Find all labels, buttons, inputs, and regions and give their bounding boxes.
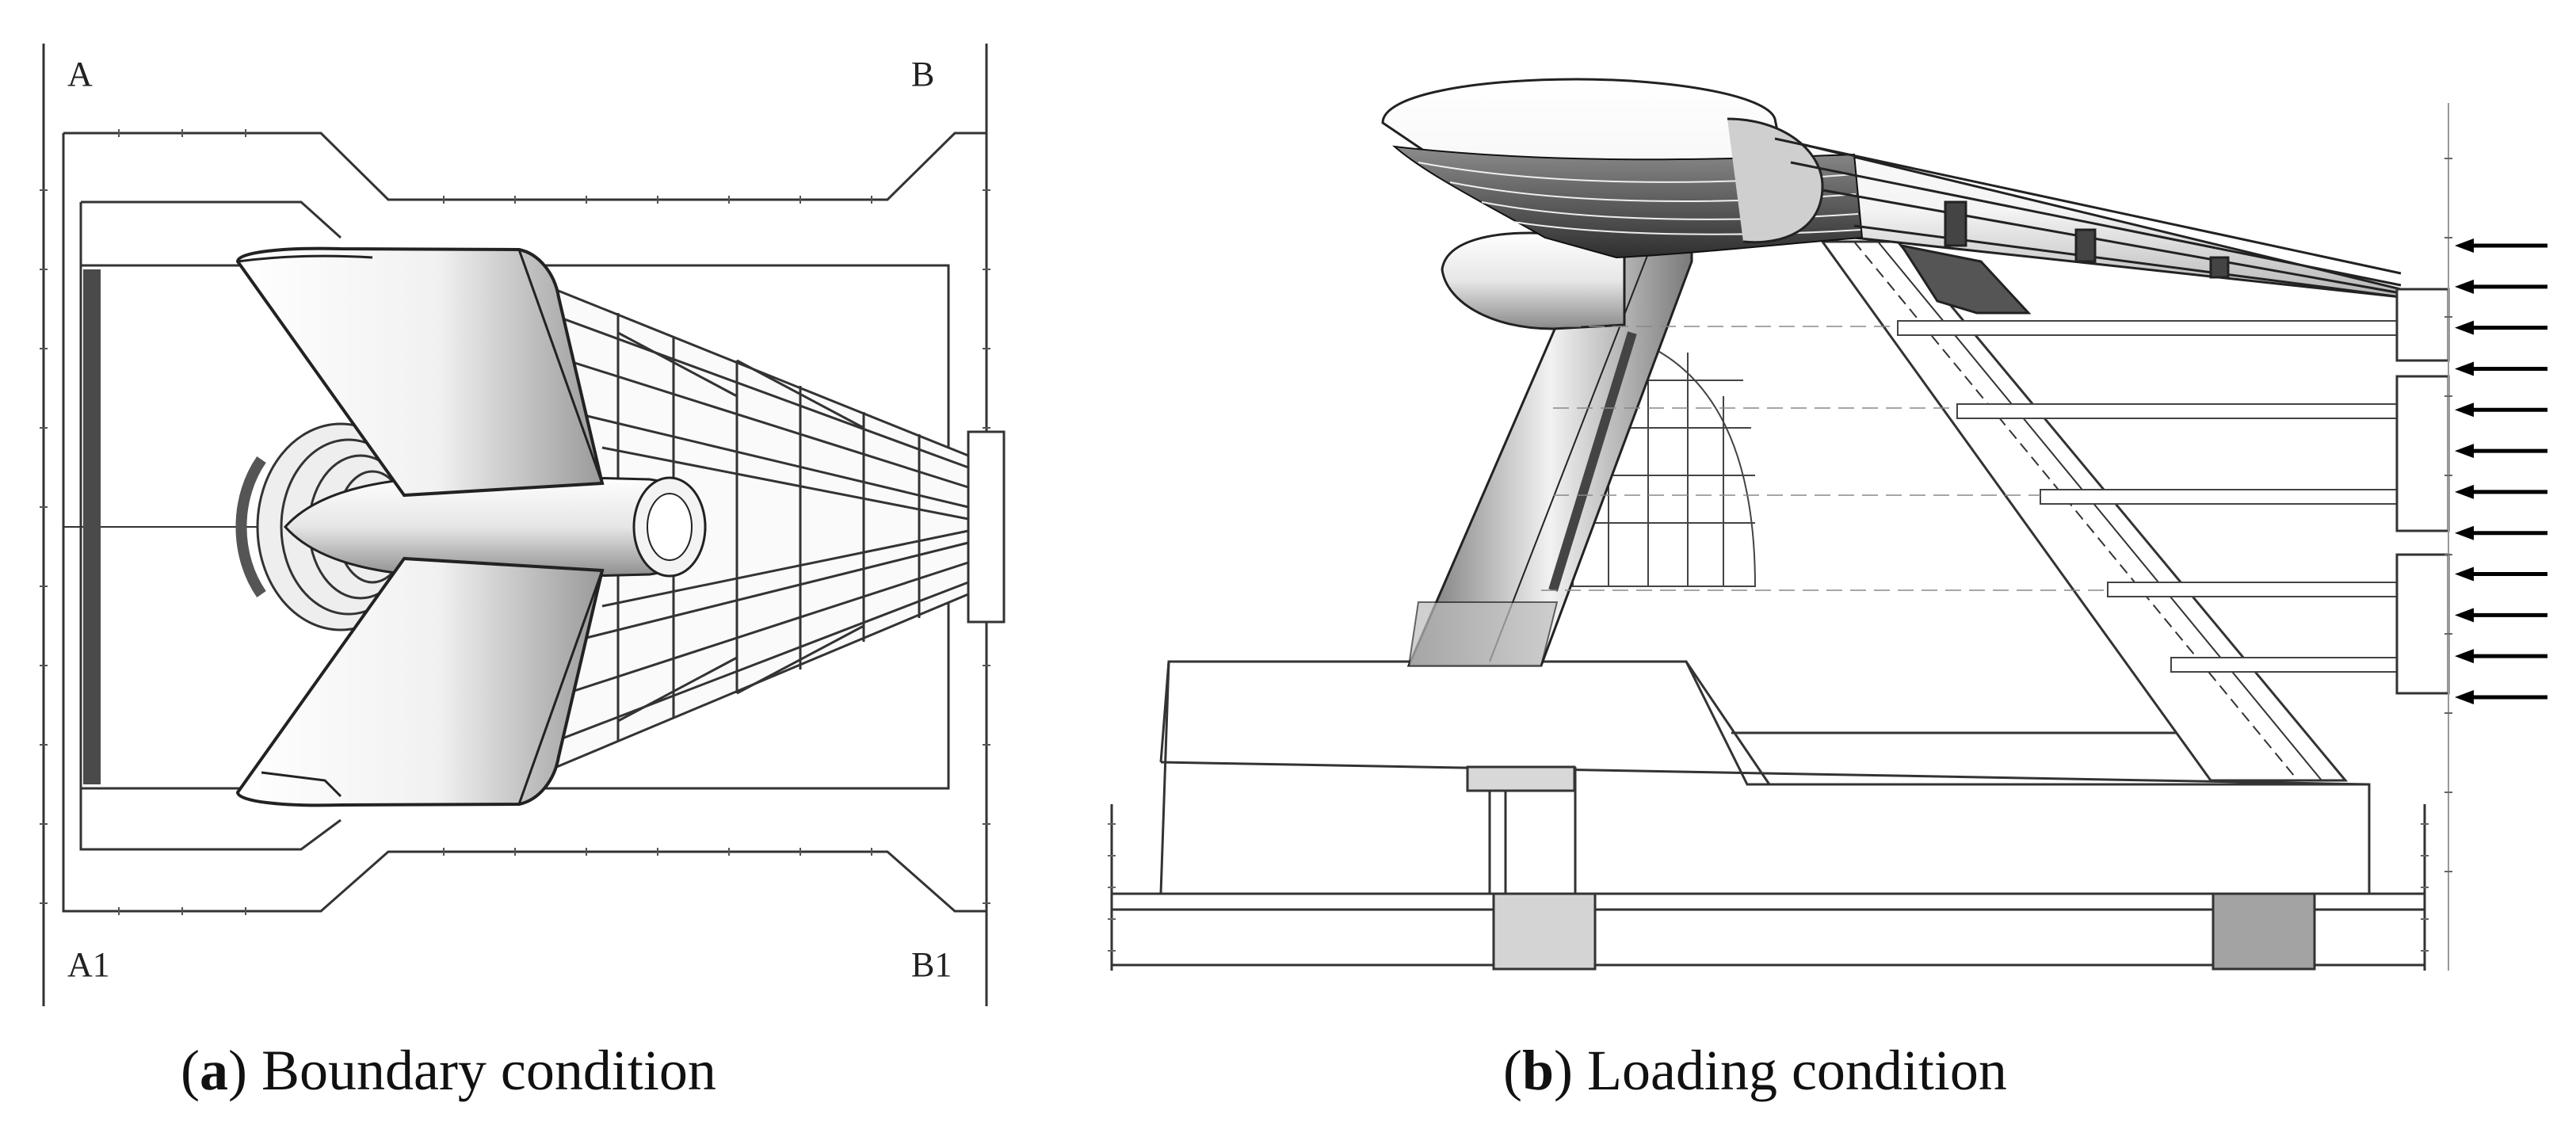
engine-nacelle	[1441, 231, 1626, 330]
load-arrow-head	[2455, 649, 2474, 664]
ground-rails	[1110, 804, 2426, 971]
load-plate-1	[2395, 288, 2450, 362]
support-pad-left	[1492, 892, 1597, 971]
load-arrow-head	[2455, 361, 2474, 376]
outer-frame	[62, 132, 987, 913]
caption-a-text: Boundary condition	[261, 1039, 716, 1102]
load-arrow-head	[2455, 402, 2474, 418]
flap	[1899, 243, 2032, 315]
support-pad-right	[2212, 892, 2316, 971]
panel-b-loading-condition	[1110, 78, 2450, 971]
corner-label-b: B	[911, 55, 934, 93]
caption-panel-a: (a) Boundary condition	[181, 1039, 716, 1102]
load-plate-2	[2395, 375, 2450, 532]
corner-label-b1: B1	[911, 945, 952, 984]
load-arrow-head	[2455, 320, 2474, 335]
rear-sting	[1820, 240, 2349, 782]
panel-a-boundary-condition	[40, 44, 1006, 1006]
caption-a-letter: a	[199, 1039, 228, 1102]
caption-b-text: Loading condition	[1587, 1039, 2007, 1102]
load-plates	[2395, 288, 2450, 695]
pedestal	[1159, 660, 2371, 895]
load-arrow-head	[2455, 484, 2474, 499]
corner-label-a1: A1	[67, 945, 110, 984]
caption-b-letter: b	[1521, 1039, 1555, 1102]
load-arrow-head	[2455, 238, 2474, 253]
load-arrow-head	[2455, 279, 2474, 294]
load-plate-3	[2395, 553, 2450, 695]
load-arrow-head	[2455, 525, 2474, 540]
panel-b-ticks	[1108, 158, 2452, 952]
frame-ticks	[40, 129, 990, 915]
tapered-wing	[1774, 137, 2402, 315]
support-block	[967, 430, 1006, 624]
caption-panel-b: (b) Loading condition	[1503, 1039, 2007, 1102]
corner-label-a: A	[67, 55, 93, 93]
load-arrow-head	[2455, 608, 2474, 623]
load-arrow-head	[2455, 444, 2474, 459]
load-arrow-head	[2455, 566, 2474, 582]
fixed-edge-bar	[83, 269, 101, 784]
load-arrows	[2455, 238, 2547, 704]
load-arrow-head	[2455, 690, 2474, 704]
